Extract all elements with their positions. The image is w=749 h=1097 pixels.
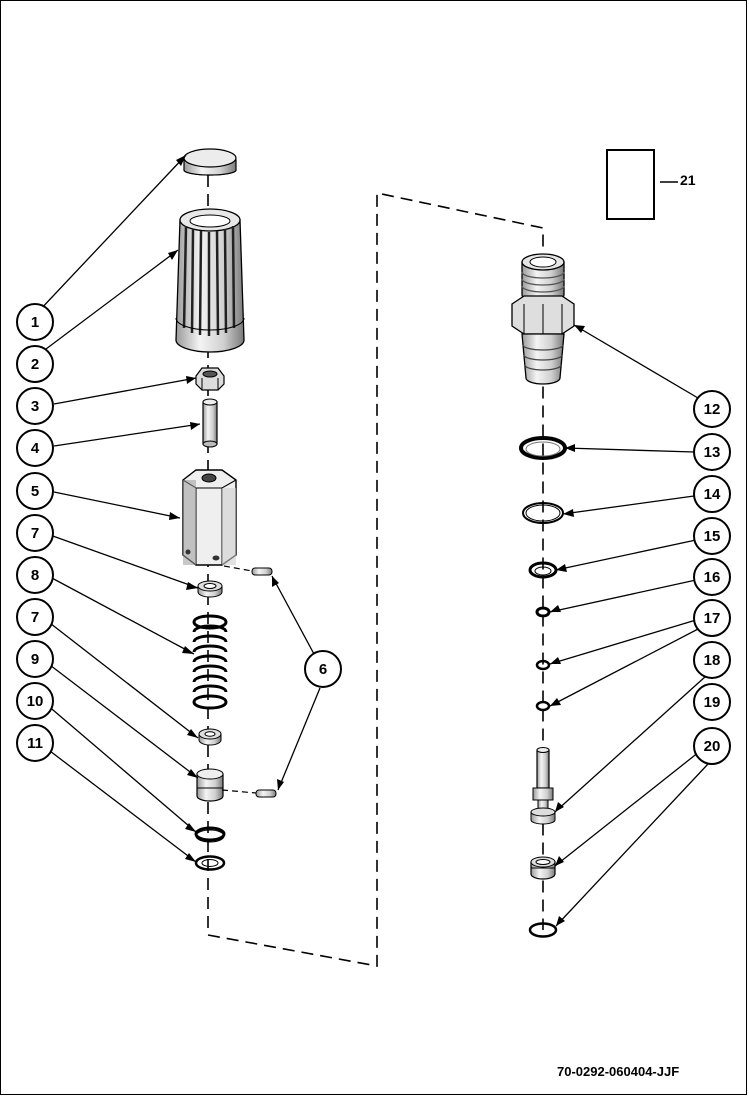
- callout-9: 9: [16, 640, 54, 678]
- svg-text:13: 13: [704, 444, 721, 461]
- part-20-o-ring: [528, 922, 558, 938]
- svg-text:8: 8: [31, 567, 39, 584]
- leader-arrowheads: [168, 155, 585, 926]
- part-8-spring: [192, 614, 228, 710]
- part-18-stem: [530, 747, 556, 825]
- callout-8: 8: [16, 556, 54, 594]
- part-16-small-ring: [535, 606, 551, 618]
- part-6-pin-lower: [255, 789, 277, 798]
- svg-text:1: 1: [31, 314, 39, 331]
- part-6-pin-upper: [251, 567, 273, 576]
- callout-11: 11: [16, 724, 54, 762]
- callout-13: 13: [693, 433, 731, 471]
- svg-text:4: 4: [31, 440, 40, 457]
- part-3-nut: [195, 367, 225, 391]
- callout-16: 16: [693, 558, 731, 596]
- callout-15: 15: [693, 517, 731, 555]
- callout-2: 2: [16, 345, 54, 383]
- callout-20: 20: [693, 727, 731, 765]
- callout-3: 3: [16, 387, 54, 425]
- callout-17: 17: [693, 599, 731, 637]
- svg-text:7: 7: [31, 525, 39, 542]
- part-14-o-ring: [522, 502, 564, 524]
- callout-21-label: 21: [680, 172, 696, 188]
- svg-text:3: 3: [31, 398, 39, 415]
- svg-text:2: 2: [31, 356, 39, 373]
- svg-text:11: 11: [27, 735, 43, 752]
- part-10-ring: [194, 826, 226, 843]
- svg-text:7: 7: [31, 609, 39, 626]
- part-1-cap: [183, 148, 237, 176]
- callout-1: 1: [16, 303, 54, 341]
- svg-text:15: 15: [704, 528, 721, 545]
- part-2-knob: [175, 208, 245, 353]
- callout-4: 4: [16, 429, 54, 467]
- callout-18: 18: [693, 641, 731, 679]
- callout-7-lower: 7: [16, 598, 54, 636]
- svg-text:18: 18: [704, 652, 721, 669]
- part-7-washer-lower: [198, 728, 222, 746]
- part-5-body: [182, 469, 237, 566]
- svg-text:12: 12: [704, 401, 721, 418]
- svg-text:20: 20: [704, 738, 721, 755]
- callout-10: 10: [16, 682, 54, 720]
- callout-7-upper: 7: [16, 514, 54, 552]
- svg-text:6: 6: [319, 661, 327, 678]
- part-7-washer-upper: [197, 580, 223, 598]
- svg-text:5: 5: [31, 483, 39, 500]
- assembly-centerline: [207, 175, 544, 967]
- part-17-ring-upper: [535, 659, 551, 671]
- callout-12: 12: [693, 390, 731, 428]
- part-17-ring-lower: [535, 700, 551, 712]
- callout-14: 14: [693, 475, 731, 513]
- leader-lines: [37, 154, 709, 927]
- part-21-reference-box: [606, 149, 655, 220]
- svg-text:9: 9: [31, 651, 39, 668]
- callout-19: 19: [693, 683, 731, 721]
- part-19-seal: [530, 856, 556, 880]
- callout-5: 5: [16, 472, 54, 510]
- svg-text:19: 19: [704, 694, 721, 711]
- drawing-code: 70-0292-060404-JJF: [557, 1064, 680, 1079]
- svg-text:16: 16: [704, 569, 721, 586]
- part-11-washer: [194, 855, 226, 871]
- part-4-spacer: [202, 398, 218, 448]
- svg-text:14: 14: [704, 486, 721, 503]
- part-12-fitting: [511, 253, 575, 385]
- part-9-piston: [196, 768, 224, 802]
- callout-6: 6: [304, 650, 342, 688]
- svg-text:10: 10: [27, 693, 44, 710]
- svg-text:17: 17: [704, 610, 721, 627]
